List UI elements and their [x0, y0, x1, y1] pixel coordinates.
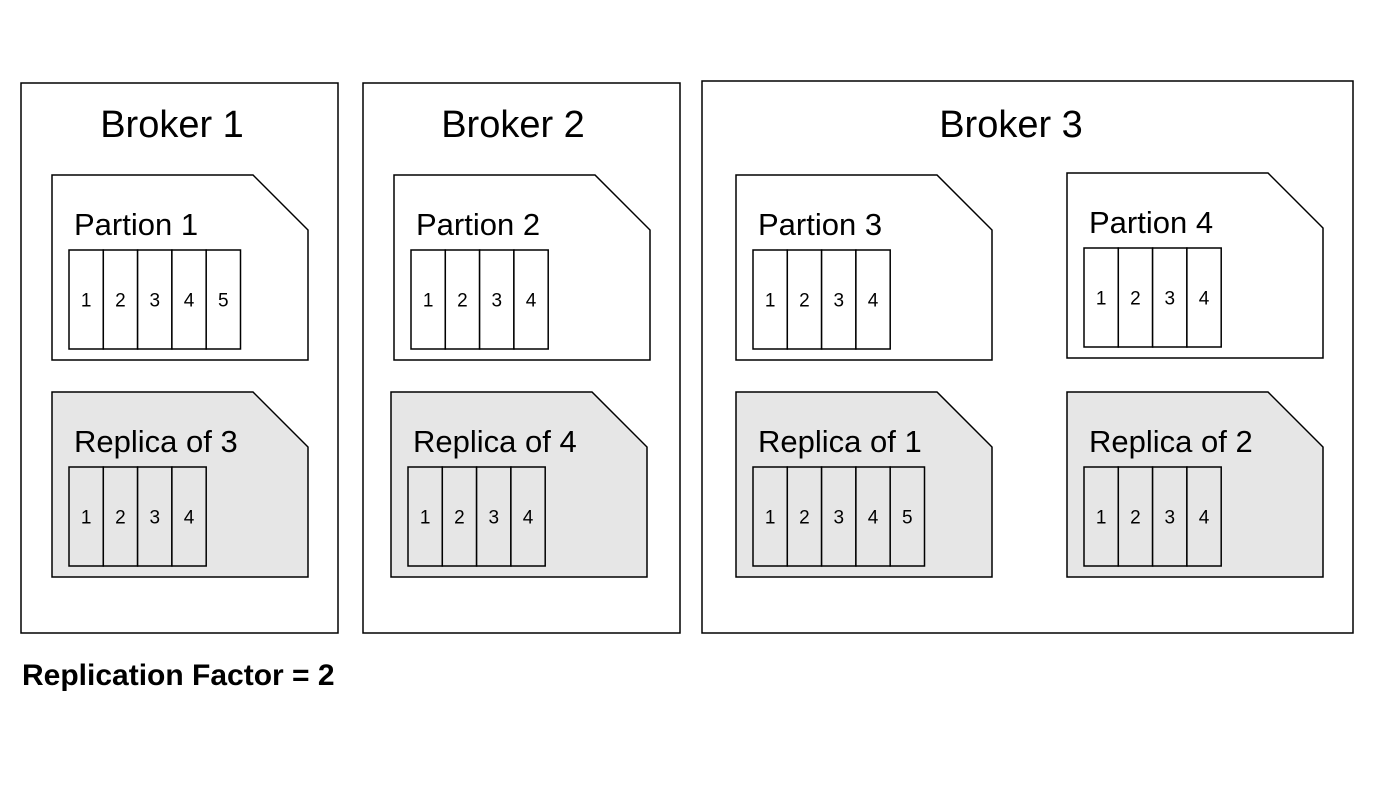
message-cell [1151, 247, 1188, 348]
message-offset-label: 2 [1130, 289, 1141, 310]
message-offset-label: 1 [765, 291, 776, 312]
card-title: Partion 4 [1089, 205, 1213, 240]
partition-card: Partion 3 1 2 3 4 [735, 174, 993, 361]
broker-title: Broker 1 [100, 104, 244, 146]
message-offset-label: 3 [833, 508, 844, 529]
message-offset-label: 1 [420, 508, 431, 529]
message-offset-label: 2 [799, 508, 810, 529]
message-cell [855, 249, 891, 350]
replica-card: Replica of 1 1 2 3 4 5 [735, 391, 993, 578]
message-cell [102, 466, 139, 567]
message-cell [510, 466, 546, 567]
message-offset-label: 4 [184, 291, 195, 312]
replica-card: Replica of 4 1 2 3 4 [390, 391, 648, 578]
message-offset-label: 4 [523, 508, 534, 529]
broker-title: Broker 2 [441, 104, 585, 146]
message-offset-label: 4 [1199, 508, 1210, 529]
message-cell [1151, 466, 1188, 567]
message-cell [410, 249, 447, 350]
message-offset-label: 4 [868, 291, 879, 312]
message-offset-label: 1 [81, 508, 92, 529]
replication-factor-note: Replication Factor = 2 [22, 659, 335, 692]
message-cell [889, 466, 926, 567]
message-cell [752, 249, 789, 350]
message-cell [205, 249, 242, 350]
message-offset-label: 4 [868, 508, 879, 529]
message-offset-label: 3 [488, 508, 499, 529]
message-cell [820, 466, 857, 567]
message-offset-label: 2 [1130, 508, 1141, 529]
message-offset-label: 4 [526, 291, 537, 312]
card-title: Replica of 1 [758, 424, 922, 459]
message-cell [1186, 247, 1222, 348]
message-offset-label: 2 [115, 508, 126, 529]
message-offset-label: 4 [184, 508, 195, 529]
message-cell [136, 249, 173, 350]
message-cell [102, 249, 139, 350]
message-offset-label: 5 [218, 291, 229, 312]
replica-card: Replica of 3 1 2 3 4 [51, 391, 309, 578]
message-offset-label: 2 [457, 291, 468, 312]
broker-title: Broker 3 [939, 104, 1083, 146]
message-cell [1186, 466, 1222, 567]
message-offset-label: 2 [115, 291, 126, 312]
message-offset-label: 1 [765, 508, 776, 529]
message-offset-label: 5 [902, 508, 913, 529]
message-cell [1083, 466, 1120, 567]
message-cell [513, 249, 549, 350]
message-offset-label: 3 [1164, 508, 1175, 529]
message-cell [444, 249, 481, 350]
replica-card: Replica of 2 1 2 3 4 [1066, 391, 1324, 578]
message-offset-label: 3 [149, 508, 160, 529]
message-offset-label: 2 [454, 508, 465, 529]
message-offset-label: 1 [1096, 508, 1107, 529]
message-offset-label: 3 [491, 291, 502, 312]
message-cell [752, 466, 789, 567]
message-cell [441, 466, 478, 567]
message-cell [407, 466, 444, 567]
card-title: Replica of 3 [74, 424, 238, 459]
message-cell [68, 466, 105, 567]
message-cell [478, 249, 515, 350]
card-title: Partion 3 [758, 207, 882, 242]
card-title: Replica of 2 [1089, 424, 1253, 459]
message-offset-label: 1 [423, 291, 434, 312]
partition-card: Partion 1 1 2 3 4 5 [51, 174, 309, 361]
card-title: Partion 1 [74, 207, 198, 242]
message-offset-label: 2 [799, 291, 810, 312]
message-offset-label: 4 [1199, 289, 1210, 310]
card-title: Replica of 4 [413, 424, 577, 459]
message-offset-label: 3 [149, 291, 160, 312]
message-cell [1117, 247, 1154, 348]
message-offset-label: 3 [1164, 289, 1175, 310]
partition-card: Partion 4 1 2 3 4 [1066, 172, 1324, 359]
message-offset-label: 1 [81, 291, 92, 312]
message-offset-label: 3 [833, 291, 844, 312]
partition-card: Partion 2 1 2 3 4 [393, 174, 651, 361]
message-cell [171, 466, 207, 567]
message-offset-label: 1 [1096, 289, 1107, 310]
message-cell [136, 466, 173, 567]
card-title: Partion 2 [416, 207, 540, 242]
